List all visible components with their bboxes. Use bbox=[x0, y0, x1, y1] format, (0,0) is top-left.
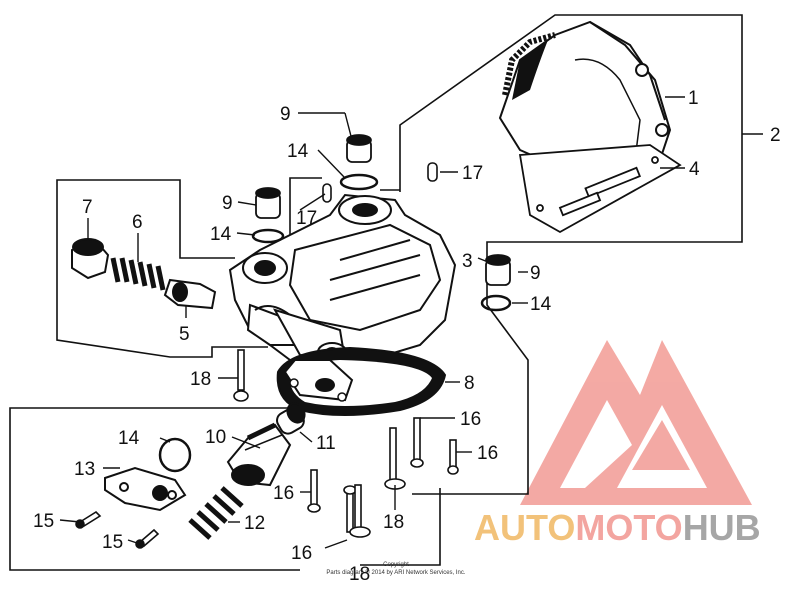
label-part-14-top: 14 bbox=[287, 141, 309, 162]
label-part-7: 7 bbox=[82, 197, 93, 218]
copyright-line-2: Parts diagram © 2014 by ARI Network Serv… bbox=[326, 569, 465, 576]
label-part-12: 12 bbox=[244, 513, 265, 534]
label-part-18-left: 18 bbox=[190, 369, 211, 390]
bolt-part-16-right-a bbox=[410, 417, 424, 468]
watermark-auto: AUTO bbox=[474, 507, 575, 548]
copyright-notice: Copyright Parts diagram © 2014 by ARI Ne… bbox=[326, 562, 465, 576]
leader-lines bbox=[59, 96, 763, 549]
label-part-14-bottom: 14 bbox=[118, 428, 140, 449]
label-part-18-right: 18 bbox=[383, 512, 404, 533]
bolt-part-15-a bbox=[75, 510, 102, 529]
label-part-16-bottom: 16 bbox=[291, 543, 312, 564]
bolts bbox=[75, 349, 459, 549]
label-part-14-left: 14 bbox=[210, 224, 232, 245]
cap-part-9-right bbox=[485, 254, 511, 286]
label-part-9-right: 9 bbox=[530, 263, 541, 284]
pump-body-part-3 bbox=[228, 193, 457, 372]
spring-part-6 bbox=[110, 257, 166, 291]
o-ring-part-14-right bbox=[480, 294, 512, 312]
label-part-1: 1 bbox=[688, 88, 699, 109]
label-part-2: 2 bbox=[770, 125, 781, 146]
label-part-9-top: 9 bbox=[280, 104, 291, 125]
bolt-part-18-left bbox=[233, 349, 249, 402]
label-part-5: 5 bbox=[179, 324, 190, 345]
label-part-17-left: 17 bbox=[296, 208, 317, 229]
copyright-line-1: Copyright bbox=[383, 562, 409, 568]
oil-pump-part-1 bbox=[498, 20, 672, 180]
gasket-part-4 bbox=[518, 144, 682, 234]
label-part-16-left: 16 bbox=[273, 483, 294, 504]
bolt-cap-part-7 bbox=[71, 238, 110, 280]
assembly-frame-lines bbox=[9, 14, 743, 571]
label-part-10: 10 bbox=[205, 427, 226, 448]
watermark-text: AUTOMOTOHUB bbox=[474, 507, 761, 548]
bolt-part-18-bottom bbox=[349, 484, 371, 538]
label-part-4: 4 bbox=[689, 159, 700, 180]
bolt-part-16-right-b bbox=[447, 439, 459, 475]
watermark-moto: MOTO bbox=[575, 507, 682, 548]
cover-part-13 bbox=[104, 466, 187, 512]
label-part-13: 13 bbox=[74, 459, 95, 480]
cap-part-9-top bbox=[346, 134, 372, 163]
piston-part-10 bbox=[226, 422, 292, 487]
svg-text:AUTOMOTOHUB: AUTOMOTOHUB bbox=[474, 507, 761, 548]
piston-part-11 bbox=[276, 402, 306, 435]
label-part-6: 6 bbox=[132, 212, 143, 233]
valve-piston-part-5 bbox=[163, 278, 217, 310]
label-part-9-left: 9 bbox=[222, 193, 233, 214]
label-part-11: 11 bbox=[316, 433, 336, 454]
gasket-part-8 bbox=[276, 346, 447, 416]
dowel-pin-part-17-right bbox=[427, 162, 438, 182]
o-ring-part-14-bottom bbox=[158, 437, 192, 473]
label-part-16-right-a: 16 bbox=[460, 409, 481, 430]
label-part-18-bottom: 18 bbox=[349, 564, 370, 585]
watermark-hub: HUB bbox=[683, 507, 761, 548]
label-part-8: 8 bbox=[464, 373, 475, 394]
label-part-17-right: 17 bbox=[462, 163, 483, 184]
cap-part-9-left bbox=[255, 187, 281, 219]
spring-part-12 bbox=[188, 486, 244, 540]
dowel-pin-part-17-left bbox=[322, 183, 332, 203]
bolt-part-15-b bbox=[135, 528, 160, 549]
label-part-14-right: 14 bbox=[530, 294, 552, 315]
watermark-logo bbox=[520, 340, 752, 505]
label-part-16-right-b: 16 bbox=[477, 443, 498, 464]
bolt-part-16-left bbox=[307, 469, 321, 513]
bolt-part-18-right bbox=[384, 427, 406, 490]
o-ring-part-14-top bbox=[339, 173, 379, 191]
part-labels: 1 2 3 4 5 6 7 8 9 9 9 10 11 12 13 14 14 … bbox=[33, 88, 781, 585]
label-part-15-b: 15 bbox=[102, 532, 123, 553]
label-part-15-a: 15 bbox=[33, 511, 54, 532]
o-ring-part-14-left bbox=[251, 228, 285, 244]
label-part-3: 3 bbox=[462, 251, 473, 272]
